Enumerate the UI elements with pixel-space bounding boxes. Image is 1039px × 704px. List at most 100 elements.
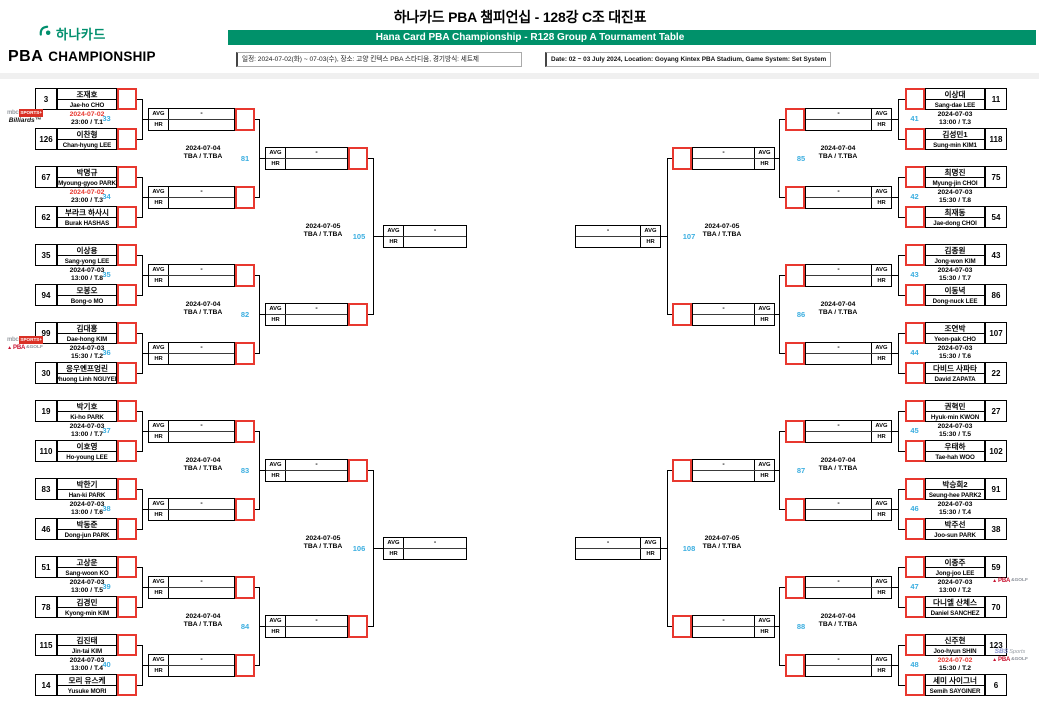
- advance-slot-box: AVG-HR: [148, 419, 235, 443]
- avg-label: AVG: [871, 186, 891, 197]
- match-time: 13:00 / T.8: [70, 275, 104, 282]
- avg-label: AVG: [871, 498, 891, 509]
- slot-row-hr: HR: [693, 471, 774, 482]
- bracket-connector: [142, 274, 148, 276]
- pba-golf-mark-icon: ▲: [7, 345, 13, 351]
- advance-slot-box: AVG-HR: [692, 614, 775, 638]
- match-number: 37: [102, 426, 111, 435]
- player-name-en: Han-ki PARK: [68, 491, 106, 499]
- player-score-box: [117, 478, 137, 500]
- bracket-connector: [780, 118, 785, 120]
- advance-slot-box: AVG-HR: [148, 341, 235, 365]
- avg-value: -: [722, 617, 725, 625]
- bracket-connector: [892, 352, 898, 354]
- bracket-connector: [137, 216, 142, 218]
- bracket-connector: [773, 313, 780, 315]
- bracket-connector: [667, 313, 672, 315]
- slot-row-hr: HR: [806, 198, 891, 209]
- player-name-kr: 우태하: [926, 441, 984, 452]
- match-number: 38: [102, 504, 111, 513]
- player-score-box: [905, 322, 925, 344]
- hr-value: [286, 159, 347, 170]
- page-title: 하나카드 PBA 챔피언십 - 128강 C조 대진표: [393, 9, 647, 25]
- mbc-logo-text: mbc: [6, 110, 19, 116]
- match-number: 47: [910, 582, 919, 591]
- player-score-box: [117, 518, 137, 540]
- bracket-connector: [137, 176, 142, 178]
- player-score-box: [905, 88, 925, 110]
- slot-row-avg: AVG-: [806, 186, 891, 198]
- match-time: 13:00 / T.5: [70, 587, 104, 594]
- slot-row-hr: HR: [149, 354, 234, 365]
- hr-label: HR: [266, 627, 286, 638]
- player-seed: 107: [985, 322, 1007, 344]
- player-name-kr: 다비드 사파타: [926, 363, 984, 374]
- avg-value: -: [315, 149, 318, 157]
- avg-label: AVG: [266, 303, 286, 314]
- round-time: TBA / T.TBA: [183, 621, 223, 628]
- slot-row-hr: HR: [384, 549, 466, 560]
- round-time: TBA / T.TBA: [183, 309, 223, 316]
- hr-value: [169, 588, 234, 599]
- match-time: 15:30 / T.2: [70, 353, 104, 360]
- hr-value: [286, 315, 347, 326]
- advance-slot-box: AVG-HR: [148, 107, 235, 131]
- bracket-connector: [255, 352, 260, 354]
- advance-slot-box: AVG-HR: [148, 575, 235, 599]
- player-score-box: [117, 596, 137, 618]
- avg-value: -: [722, 149, 725, 157]
- player-name-en: Dong-jun PARK: [64, 531, 110, 539]
- player-name-kr: 최재동: [926, 207, 984, 218]
- score-box: [785, 263, 805, 287]
- round-time: TBA / T.TBA: [303, 231, 343, 238]
- avg-value: -: [200, 110, 203, 118]
- hr-value: [169, 354, 234, 365]
- player-name-en: Myung-jin CHOI: [932, 179, 978, 187]
- hr-label: HR: [871, 666, 891, 677]
- slot-row-hr: HR: [806, 276, 891, 287]
- bracket-connector: [898, 606, 905, 608]
- bracket-connector: [137, 488, 142, 490]
- hr-value: [286, 627, 347, 638]
- bracket-connector: [137, 254, 142, 256]
- bracket-connector: [137, 410, 142, 412]
- round-number: 82: [240, 309, 250, 319]
- player-name-kr: 박주선: [926, 519, 984, 530]
- player-name-en: Jin-tai KIM: [71, 647, 103, 655]
- match-date: 2024-07-03: [937, 579, 973, 586]
- player-name-kr: 이호영: [58, 441, 116, 452]
- player-seed: 99: [35, 322, 57, 344]
- player-seed: 62: [35, 206, 57, 228]
- hr-label: HR: [149, 666, 169, 677]
- player-score-box: [117, 362, 137, 384]
- pba-golf-suffix: &GOLF: [1011, 578, 1028, 583]
- advance-slot-box: AVG-HR: [148, 497, 235, 521]
- score-box: [785, 185, 805, 209]
- bracket-connector: [897, 332, 899, 374]
- match-number: 46: [910, 504, 919, 513]
- player-name-en: Bong-o MO: [70, 297, 104, 305]
- player-score-box: [117, 400, 137, 422]
- player-name-en: Jong-joo LEE: [935, 569, 975, 577]
- bracket-connector: [142, 586, 148, 588]
- bracket-connector: [898, 332, 905, 334]
- slot-row-avg: AVG-: [149, 264, 234, 276]
- hr-label: HR: [871, 588, 891, 599]
- player-name-en: Sang-yong LEE: [64, 257, 110, 265]
- bracket-connector: [137, 450, 142, 452]
- player-name-kr: 박한기: [58, 479, 116, 490]
- player-name-kr: 이상대: [926, 89, 984, 100]
- advance-slot-box: AVG-HR: [805, 185, 892, 209]
- match-date: 2024-07-03: [937, 501, 973, 508]
- avg-label: AVG: [871, 654, 891, 665]
- score-box: [235, 263, 255, 287]
